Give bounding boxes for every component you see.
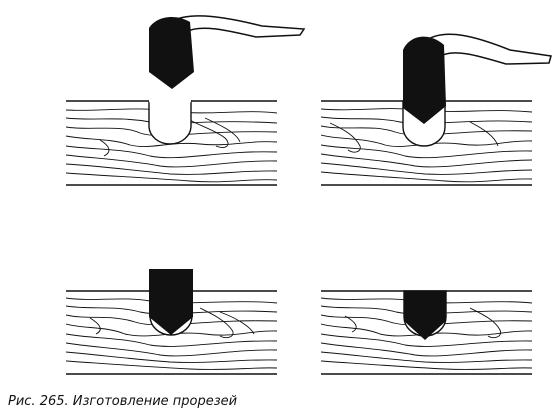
wood-grain — [66, 108, 277, 183]
chisel-blade — [404, 291, 446, 340]
chisel-blade — [149, 269, 193, 335]
slot-cut — [148, 100, 192, 145]
chisel-handle-strip — [422, 33, 552, 65]
chisel-handle-strip — [169, 15, 306, 38]
chisel-tool — [403, 33, 552, 124]
wood-grain — [66, 297, 277, 371]
panel-bottom-left — [66, 269, 277, 375]
chisel-tool — [149, 15, 306, 89]
panel-top-left — [66, 15, 306, 186]
chisel-blade — [149, 17, 194, 89]
wood-grain — [321, 297, 532, 371]
figure-caption: Рис. 265. Изготовление прорезей — [8, 394, 238, 409]
panel-top-right — [321, 33, 552, 186]
panel-bottom-right — [321, 290, 532, 375]
wood-board — [66, 100, 277, 186]
chisel-blade — [403, 36, 446, 124]
